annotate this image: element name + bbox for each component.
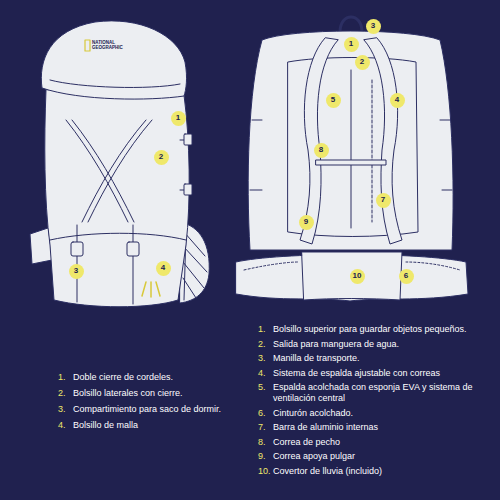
callout-number: 1 (171, 111, 186, 126)
item-number: 9. (258, 451, 271, 462)
item-number: 1. (258, 324, 271, 335)
callout-number-text: 2 (159, 153, 163, 161)
callout-number-text: 2 (360, 58, 364, 66)
item-number: 3. (258, 353, 271, 364)
front-feature-list: 1.Doble cierre de cordeles.2.Bolsillo la… (58, 372, 223, 431)
item-text: Bolsillo de malla (73, 420, 223, 431)
front-strap (77, 225, 133, 304)
item-number: 10. (258, 466, 271, 477)
callout-number-text: 1 (349, 40, 353, 48)
callout-number: 4 (156, 261, 171, 276)
callout-number: 6 (399, 269, 414, 284)
lid-seam (50, 80, 180, 87)
bottom-compartment-seam (50, 233, 186, 240)
callout-number-text: 8 (319, 146, 323, 154)
feature-item: 9.Correa apoya pulgar (258, 451, 494, 462)
callout-number-text: 9 (304, 218, 308, 226)
pack-body (248, 31, 453, 250)
feature-item: 3.Manilla de transporte. (258, 353, 494, 364)
item-number: 5. (258, 382, 271, 393)
lumbar-pad (302, 252, 402, 300)
item-number: 2. (258, 339, 271, 350)
feature-item: 10.Covertor de lluvia (incluido) (258, 466, 494, 477)
callout-number-text: 7 (381, 196, 385, 204)
ventilation-channel (351, 70, 352, 228)
item-text: Doble cierre de cordeles. (73, 372, 223, 383)
item-text: Covertor de lluvia (incluido) (273, 466, 494, 477)
feature-item: 4.Bolsillo de malla (58, 420, 223, 431)
callout-number: 1 (344, 37, 359, 52)
item-text: Salida para manguera de agua. (273, 339, 494, 350)
side-buckle (184, 184, 192, 195)
hip-belt-stitch (244, 262, 460, 270)
cord-x (66, 120, 146, 222)
item-number: 6. (258, 408, 271, 419)
feature-item: 1.Doble cierre de cordeles. (58, 372, 223, 383)
callout-number-text: 4 (395, 96, 399, 104)
callout-number-text: 4 (161, 264, 165, 272)
feature-item: 3.Compartimiento para saco de dormir. (58, 404, 223, 415)
item-text: Cinturón acolchado. (273, 408, 494, 419)
callout-number: 2 (355, 55, 370, 70)
feature-item: 7.Barra de aluminio internas (258, 422, 494, 433)
callout-number-text: 1 (176, 114, 180, 122)
callout-number-text: 3 (74, 267, 78, 275)
item-text: Compartimiento para saco de dormir. (73, 404, 223, 415)
item-text: Correa de pecho (273, 437, 494, 448)
brand-logo: NATIONAL GEOGRAPHIC (92, 40, 122, 50)
item-text: Correa apoya pulgar (273, 451, 494, 462)
item-text: Manilla de transporte. (273, 353, 494, 364)
item-number: 1. (58, 372, 71, 383)
callout-number: 4 (390, 93, 405, 108)
buckle (127, 242, 139, 256)
pack-body (45, 90, 189, 307)
item-number: 7. (258, 422, 271, 433)
aluminium-bar (372, 80, 373, 222)
logo-mark (85, 40, 90, 51)
shoulder-strap (300, 38, 338, 244)
callout-number-text: 6 (404, 272, 408, 280)
carry-handle (340, 17, 362, 32)
shoulder-strap (364, 38, 402, 244)
callout-number-text: 5 (331, 96, 335, 104)
buckle (71, 242, 83, 256)
feature-item: 6.Cinturón acolchado. (258, 408, 494, 419)
feature-item: 1.Bolsillo superior para guardar objetos… (258, 324, 494, 335)
feature-item: 2.Salida para manguera de agua. (258, 339, 494, 350)
feature-item: 8.Correa de pecho (258, 437, 494, 448)
callout-number: 5 (326, 93, 341, 108)
callout-number-text: 10 (353, 272, 362, 280)
item-number: 3. (58, 404, 71, 415)
item-text: Bolsillo laterales con cierre. (73, 388, 223, 399)
zipper-pull (142, 282, 160, 297)
callout-number: 10 (350, 269, 365, 284)
callout-number: 3 (366, 19, 381, 34)
callout-number: 9 (299, 215, 314, 230)
item-text: Barra de aluminio internas (273, 422, 494, 433)
feature-item: 2.Bolsillo laterales con cierre. (58, 388, 223, 399)
chest-strap (316, 160, 386, 165)
pack-lid (41, 21, 186, 99)
item-number: 4. (58, 420, 71, 431)
side-buckle (184, 134, 192, 145)
callout-number-text: 3 (371, 22, 375, 30)
callout-number: 2 (154, 150, 169, 165)
item-text: Bolsillo superior para guardar objetos p… (273, 324, 494, 335)
item-text: Sistema de espalda ajustable con correas (273, 368, 494, 379)
side-strap (180, 140, 191, 190)
feature-item: 5.Espalda acolchada con esponja EVA y si… (258, 382, 494, 404)
compression-strap (250, 120, 452, 190)
item-text: Espalda acolchada con esponja EVA y sist… (273, 382, 494, 404)
callout-number: 3 (69, 264, 84, 279)
item-number: 4. (258, 368, 271, 379)
cord-x (72, 120, 152, 222)
callout-number: 8 (314, 143, 329, 158)
item-number: 2. (58, 388, 71, 399)
feature-item: 4.Sistema de espalda ajustable con corre… (258, 368, 494, 379)
item-number: 8. (258, 437, 271, 448)
back-feature-list: 1.Bolsillo superior para guardar objetos… (258, 324, 494, 477)
callout-number: 7 (376, 193, 391, 208)
